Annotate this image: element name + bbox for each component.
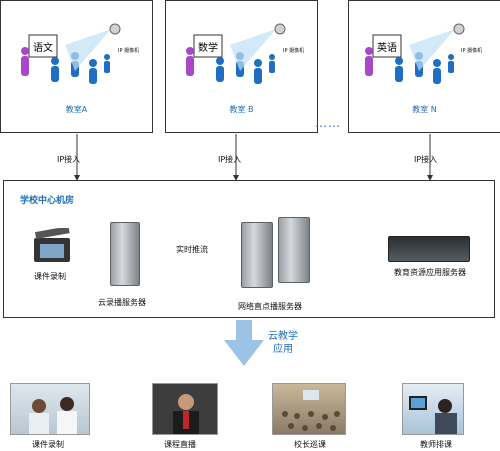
principal-inspection-photo [272,383,346,435]
blackboard [372,34,402,58]
cloud-recording-server-label: 云录播服务器 [98,298,146,307]
cloud-app-line2: 应用 [273,344,293,355]
courseware-recording-label: 课件录制 [34,272,66,281]
down-arrow-icon [224,320,264,366]
teacher-head [365,47,373,55]
teacher-head [21,47,29,55]
ip-camera-icon [109,23,121,35]
classroom-box-n: 英语 IP 摄像机 教室 N [348,0,500,133]
teacher-body [365,56,373,76]
blackboard [28,34,58,58]
classroom-scene: 数学 [186,23,286,84]
ip-access-label-n: IP接入 [414,155,438,164]
cloud-app-line1: 云教学 [268,331,298,342]
ip-camera-icon [453,23,465,35]
classroom-label: 教室A [65,105,88,114]
board-text: 数学 [198,41,218,54]
app-label-courseware: 课件录制 [32,440,64,449]
classroom-box-a: 语文 IP 摄像机 教室A [0,0,153,133]
network-live-server-label: 网络直点播服务器 [238,302,302,311]
teacher-body [21,56,29,76]
courseware-photo [10,383,90,435]
machine-room-title: 学校中心机房 [20,196,75,206]
camera-label: IP 摄像机 [283,48,305,54]
realtime-push-label: 实时推流 [176,245,208,254]
camera-beam [230,29,276,71]
video-clapper-icon [34,228,70,262]
network-live-server-icon [241,222,273,288]
classroom-box-b: 数学 IP 摄像机 教室 B [165,0,318,133]
camera-beam [409,29,455,71]
rack-server-icon [388,236,470,262]
camera-beam [65,29,111,71]
students [395,52,454,84]
teacher-body [186,56,194,76]
ellipsis: …… [315,116,341,130]
cloud-recording-server-icon [110,222,140,286]
app-label-live: 课程直播 [164,440,196,449]
camera-label: IP 摄像机 [118,48,140,54]
classroom-label: 教室 B [229,105,254,114]
cloud-app-title: 云教学 应用 [268,330,298,356]
classroom-label: 教室 N [412,105,437,114]
blackboard [193,34,223,58]
board-text: 语文 [33,41,53,54]
ip-camera-icon [274,23,286,35]
app-label-scheduling: 教师排课 [420,440,452,449]
app-label-inspection: 校长巡课 [294,440,326,449]
classroom-scene: 语文 [21,23,121,84]
edu-resource-server-label: 教育资源应用服务器 [394,268,466,277]
camera-label: IP 摄像机 [461,48,483,54]
classroom-scene: 英语 [365,23,465,84]
ip-access-label-a: IP接入 [57,155,81,164]
live-course-photo [152,383,218,435]
network-live-server-icon-2 [278,217,310,283]
board-text: 英语 [377,41,397,54]
teacher-scheduling-photo [402,383,464,435]
teacher-head [186,47,194,55]
ip-access-label-b: IP接入 [218,155,242,164]
